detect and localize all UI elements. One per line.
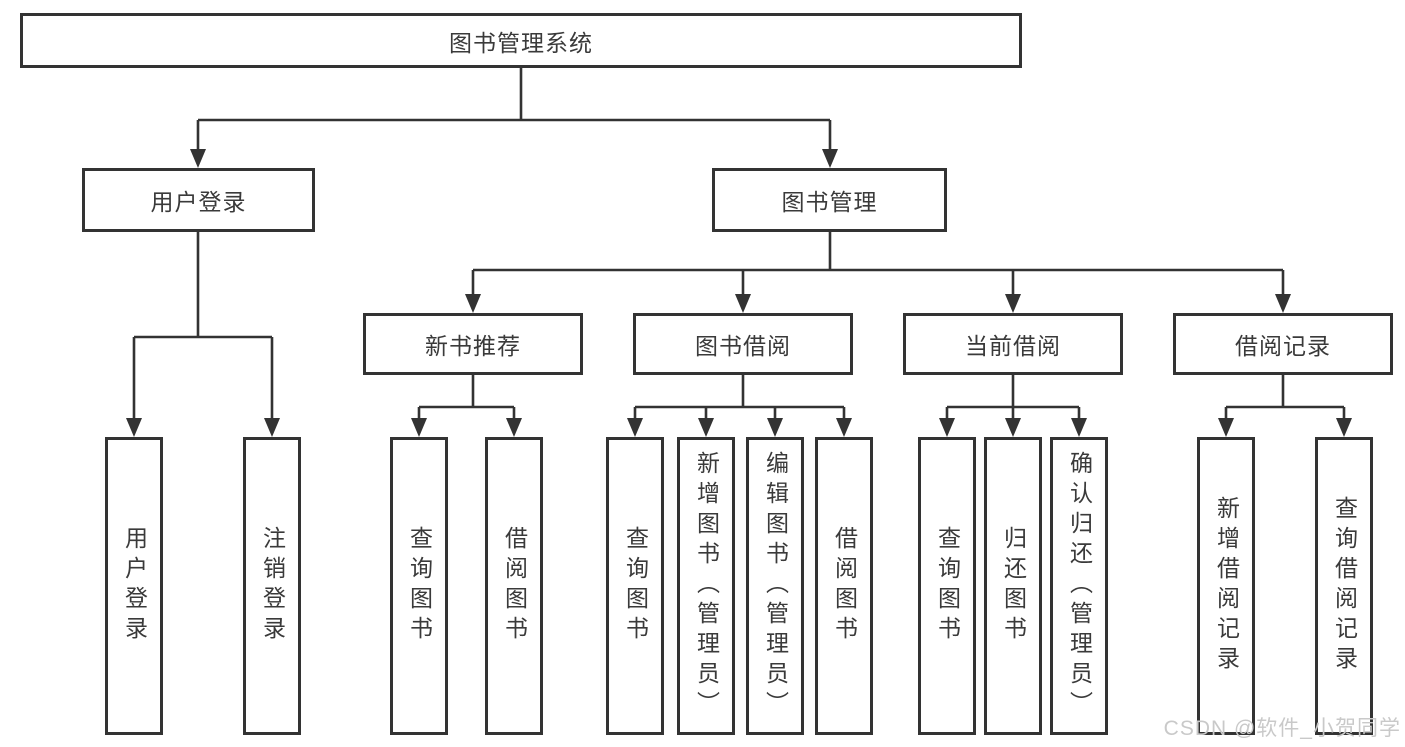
arrowhead-down-icon — [264, 418, 280, 437]
watermark-text: CSDN @软件_小贺同学 — [1163, 717, 1401, 740]
node-borrowing-records: 借阅记录 — [1173, 313, 1393, 375]
leaf-user-login: 用户登录 — [105, 437, 163, 735]
leaf-add-books-admin: 新增图书（管理员） — [677, 437, 735, 735]
arrowhead-down-icon — [939, 418, 955, 437]
arrowhead-down-icon — [1218, 418, 1234, 437]
node-user-login: 用户登录 — [82, 168, 315, 232]
arrowhead-down-icon — [1275, 294, 1291, 313]
leaf-query-borrow-record: 查询借阅记录 — [1315, 437, 1373, 735]
leaf-add-borrow-record: 新增借阅记录 — [1197, 437, 1255, 735]
leaf-return-books: 归还图书 — [984, 437, 1042, 735]
arrowhead-down-icon — [190, 149, 206, 168]
node-book-management: 图书管理 — [712, 168, 947, 232]
node-current-borrowing: 当前借阅 — [903, 313, 1123, 375]
leaf-borrow-books-1: 借阅图书 — [485, 437, 543, 735]
arrowhead-down-icon — [411, 418, 427, 437]
node-library-system: 图书管理系统 — [20, 13, 1022, 68]
node-new-book-recommend: 新书推荐 — [363, 313, 583, 375]
arrowhead-down-icon — [1071, 418, 1087, 437]
arrowhead-down-icon — [1005, 294, 1021, 313]
leaf-edit-books-admin: 编辑图书（管理员） — [746, 437, 804, 735]
arrowhead-down-icon — [836, 418, 852, 437]
leaf-confirm-return-admin: 确认归还（管理员） — [1050, 437, 1108, 735]
leaf-borrow-books-2: 借阅图书 — [815, 437, 873, 735]
leaf-query-books-3: 查询图书 — [918, 437, 976, 735]
arrowhead-down-icon — [1005, 418, 1021, 437]
arrowhead-down-icon — [822, 149, 838, 168]
arrowhead-down-icon — [126, 418, 142, 437]
arrowhead-down-icon — [735, 294, 751, 313]
leaf-logout: 注销登录 — [243, 437, 301, 735]
leaf-query-books-1: 查询图书 — [390, 437, 448, 735]
arrowhead-down-icon — [627, 418, 643, 437]
arrowhead-down-icon — [767, 418, 783, 437]
arrowhead-down-icon — [506, 418, 522, 437]
arrowhead-down-icon — [698, 418, 714, 437]
node-book-borrowing: 图书借阅 — [633, 313, 853, 375]
arrowhead-down-icon — [465, 294, 481, 313]
connector-lines — [132, 68, 1346, 420]
leaf-query-books-2: 查询图书 — [606, 437, 664, 735]
arrowhead-down-icon — [1336, 418, 1352, 437]
